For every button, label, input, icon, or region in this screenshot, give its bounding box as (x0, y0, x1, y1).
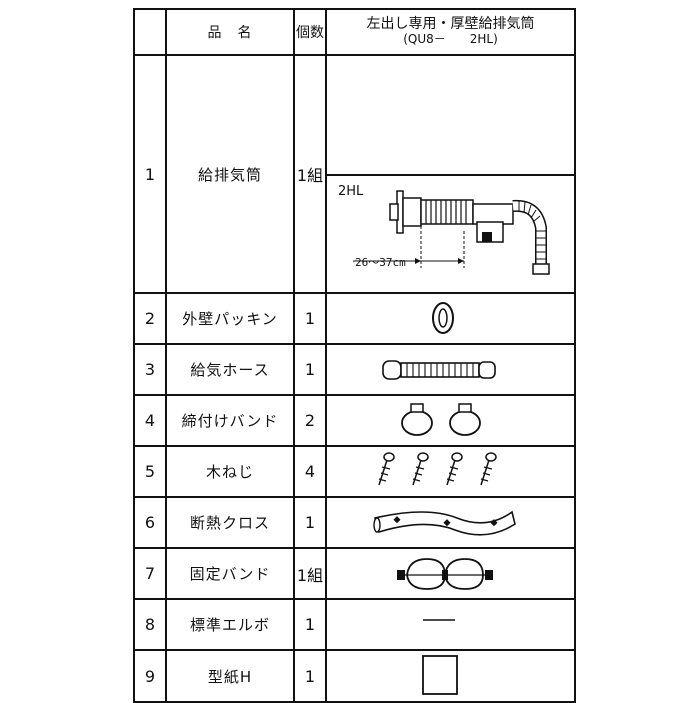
header-qty: 個数 (293, 8, 327, 56)
dimension-label: 26～37cm (355, 256, 406, 269)
item-qty: 2 (293, 394, 327, 447)
table-row: 6 断熱クロス 1 (133, 496, 576, 549)
item-qty: 1 (293, 343, 327, 396)
table-row: 3 給気ホース 1 (133, 343, 576, 396)
item-no: 7 (133, 547, 167, 600)
item-no: 8 (133, 598, 167, 651)
item-no: 1 (133, 54, 167, 294)
item-qty: 4 (293, 445, 327, 498)
table-header-row: 品 名 個数 左出し専用・厚壁給排気筒 (QU8－ 2HL) (133, 8, 576, 56)
item-figure (325, 445, 576, 498)
item-no: 9 (133, 649, 167, 703)
insulation-cloth-icon (373, 510, 516, 536)
figure-divider (327, 174, 574, 176)
item-no: 6 (133, 496, 167, 549)
header-figure-title: 左出し専用・厚壁給排気筒 (366, 16, 535, 32)
item-qty: 1 (293, 649, 327, 703)
item-no: 5 (133, 445, 167, 498)
item-figure (325, 547, 576, 600)
item-name: 標準エルボ (165, 598, 295, 651)
item-qty: 1組 (293, 54, 327, 294)
item-name: 締付けバンド (165, 394, 295, 447)
item-name: 外壁パッキン (165, 292, 295, 345)
item-no: 2 (133, 292, 167, 345)
table-row: 7 固定バンド 1組 (133, 547, 576, 600)
item-name: 木ねじ (165, 445, 295, 498)
item-name: 固定バンド (165, 547, 295, 600)
item-qty: 1 (293, 496, 327, 549)
paper-template-icon (422, 655, 458, 695)
wood-screw-icon (378, 452, 497, 486)
packing-ring-icon (432, 302, 454, 334)
table-row: 1 給排気筒 1組 2HL (133, 54, 576, 294)
item-figure: 2HL (325, 54, 576, 294)
table-row: 5 木ねじ 4 (133, 445, 576, 498)
header-no (133, 8, 167, 56)
hose-icon (382, 360, 496, 380)
item-figure (325, 394, 576, 447)
item-figure (325, 292, 576, 345)
fixing-band-icon (397, 558, 493, 590)
item-name: 型紙H (165, 649, 295, 703)
table-row: 4 締付けバンド 2 (133, 394, 576, 447)
item-figure (325, 343, 576, 396)
item-no: 3 (133, 343, 167, 396)
table-row: 2 外壁パッキン 1 (133, 292, 576, 345)
exhaust-pipe-icon (353, 190, 550, 275)
band-clamp-icon (401, 403, 481, 436)
item-qty: 1組 (293, 547, 327, 600)
item-figure (325, 649, 576, 703)
table-row: 8 標準エルボ 1 (133, 598, 576, 651)
item-no: 4 (133, 394, 167, 447)
item-name: 断熱クロス (165, 496, 295, 549)
header-figure: 左出し専用・厚壁給排気筒 (QU8－ 2HL) (325, 8, 576, 56)
table-row: 9 型紙H 1 (133, 649, 576, 703)
header-figure-model: (QU8－ 2HL) (403, 32, 498, 46)
item-figure (325, 598, 576, 651)
header-name: 品 名 (165, 8, 295, 56)
model-label: 2HL (338, 184, 364, 199)
item-figure (325, 496, 576, 549)
item-name: 給排気筒 (165, 54, 295, 294)
item-name: 給気ホース (165, 343, 295, 396)
parts-table: 品 名 個数 左出し専用・厚壁給排気筒 (QU8－ 2HL) 1 給排気筒 1組… (133, 8, 576, 703)
item-qty: 1 (293, 292, 327, 345)
item-qty: 1 (293, 598, 327, 651)
elbow-line-icon (423, 619, 455, 621)
